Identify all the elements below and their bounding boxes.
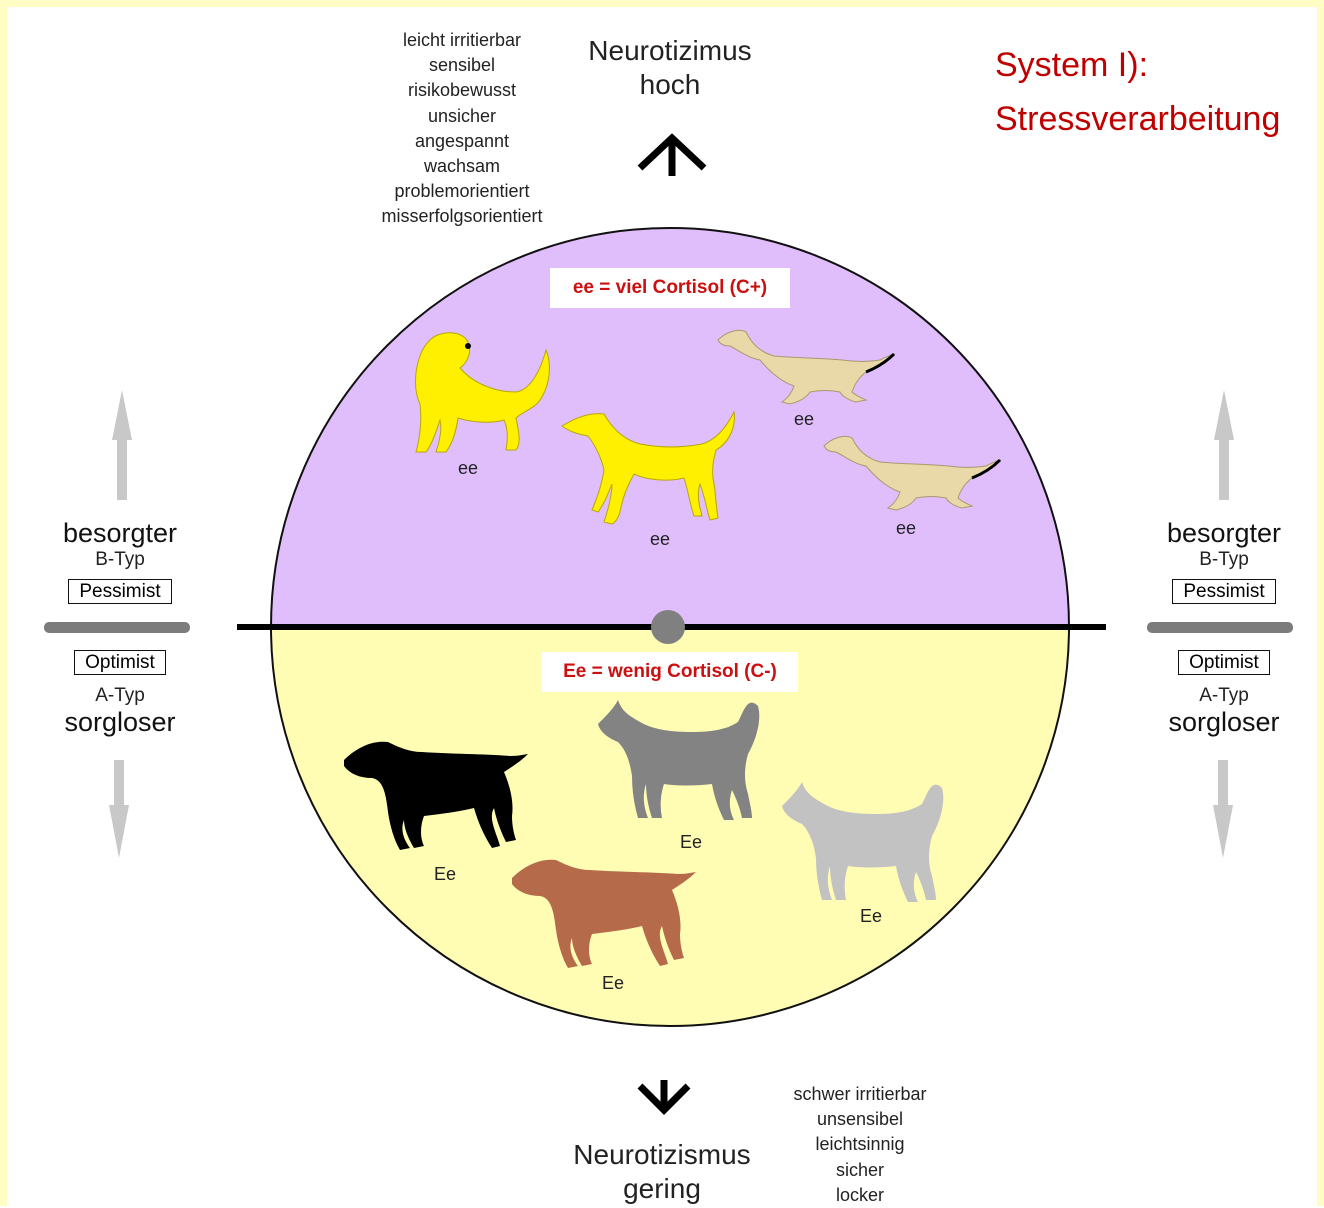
trait-item: locker (835, 1184, 884, 1205)
trait-item: sensibel (428, 55, 496, 76)
dog-shepherd-icon (598, 700, 760, 820)
upper-half-circle (270, 227, 1070, 627)
dog-shepherd-icon (782, 782, 944, 902)
top-trait-list: leicht irritierbar sensibel risikobewuss… (360, 28, 564, 230)
dog-genotype-label: ee (650, 529, 671, 549)
arrow-up-icon (637, 133, 707, 176)
left-pessimist-box: Pessimist (68, 579, 172, 604)
side-arrow-up-right-icon (1214, 390, 1234, 500)
dog-dachshund-icon (823, 435, 1002, 511)
axis-top-line-1: Neurotizimus (588, 35, 752, 66)
left-upper-group: besorgter B-Typ Pessimist (20, 518, 220, 604)
dog-retriever-icon (415, 332, 550, 453)
dog-genotype-label: Ee (602, 973, 625, 993)
left-lower-type: A-Typ (95, 685, 145, 706)
right-lower-group: Optimist A-Typ sorgloser (1124, 650, 1324, 738)
right-optimist-box: Optimist (1178, 650, 1270, 675)
side-arrow-up-left-icon (112, 390, 132, 500)
trait-item: leicht irritierbar (402, 30, 522, 50)
side-arrow-down-right-icon (1213, 760, 1233, 858)
right-lower-type: A-Typ (1199, 685, 1249, 706)
trait-item: leichtsinnig (815, 1134, 905, 1155)
side-divider-left (44, 622, 190, 633)
trait-item: misserfolgsorientiert (381, 206, 543, 227)
axis-bottom-line-2: gering (623, 1173, 701, 1204)
dog-pointer-icon (512, 859, 696, 968)
side-arrow-down-left-icon (109, 760, 129, 858)
left-lower-big: sorgloser (64, 707, 176, 737)
right-lower-big: sorgloser (1168, 707, 1280, 737)
side-divider-right (1147, 622, 1293, 633)
upper-half-label: ee = viel Cortisol (C+) (550, 268, 790, 308)
trait-item: sicher (835, 1159, 884, 1180)
axis-bottom-line-1: Neurotizismus (573, 1139, 751, 1170)
dog-dachshund-icon (717, 329, 896, 405)
dog-genotype-label: Ee (434, 864, 457, 884)
arrow-down-icon (637, 1080, 691, 1115)
trait-item: problemorientiert (394, 181, 530, 202)
right-upper-type: B-Typ (1199, 549, 1249, 570)
dog-genotype-label: ee (794, 409, 815, 429)
right-pessimist-box: Pessimist (1172, 579, 1276, 604)
dog-genotype-label: ee (896, 518, 917, 538)
dog-greyhound-icon (561, 410, 735, 525)
trait-item: unsensibel (816, 1109, 904, 1130)
trait-item: schwer irritierbar (793, 1084, 927, 1104)
dog-pointer-icon (344, 741, 528, 850)
left-optimist-box: Optimist (74, 650, 166, 675)
axis-top-label: Neurotizimus hoch (560, 34, 780, 102)
axis-bottom-label: Neurotizismus gering (550, 1138, 774, 1206)
trait-item: unsicher (427, 105, 497, 126)
center-dot (651, 610, 685, 644)
axis-top-line-2: hoch (639, 69, 701, 100)
lower-half-label: Ee = wenig Cortisol (C-) (542, 652, 798, 692)
system-title-line-1: System I): (995, 46, 1149, 84)
dog-genotype-label: ee (458, 458, 479, 478)
right-upper-big: besorgter (1166, 518, 1282, 548)
dog-genotype-label: Ee (680, 832, 703, 852)
dog-genotype-label: Ee (860, 906, 883, 926)
trait-item: risikobewusst (407, 80, 517, 101)
left-lower-group: Optimist A-Typ sorgloser (20, 650, 220, 738)
trait-item: wachsam (423, 156, 501, 177)
lower-half-circle (270, 627, 1070, 1027)
left-upper-type: B-Typ (95, 549, 145, 570)
system-title-line-2: Stressverarbeitung (995, 100, 1281, 138)
left-upper-big: besorgter (62, 518, 178, 548)
system-title: System I): Stressverarbeitung (995, 38, 1280, 146)
trait-item: angespannt (414, 130, 510, 151)
bottom-trait-list: schwer irritierbar unsensibel leichtsinn… (770, 1082, 950, 1208)
right-upper-group: besorgter B-Typ Pessimist (1124, 518, 1324, 604)
